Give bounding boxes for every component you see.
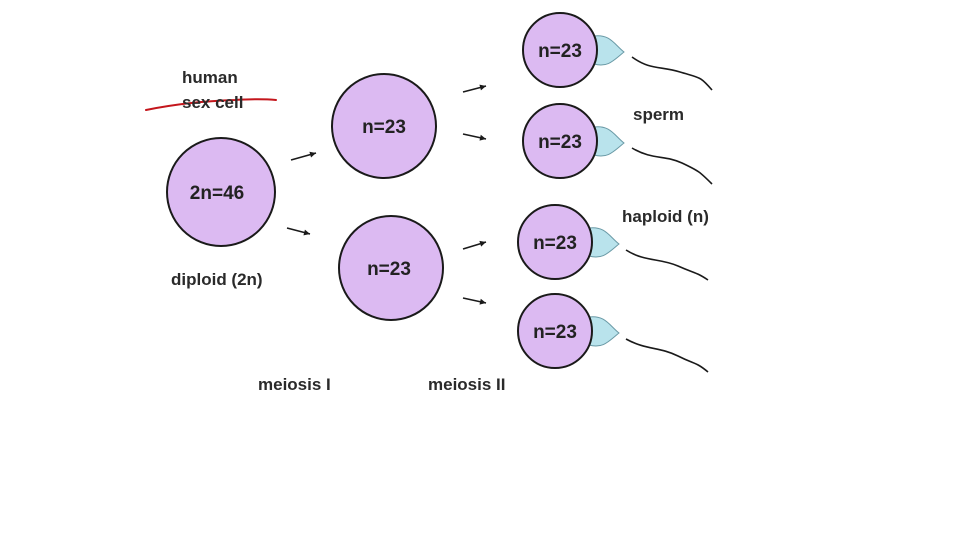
sperm-head [589, 317, 619, 346]
parent-cell-label: 2n=46 [190, 183, 244, 204]
arrow [291, 152, 316, 160]
meiosis1-cell-bottom: n=23 [339, 216, 443, 320]
sperm-head [594, 127, 624, 156]
sperm-tail [632, 148, 712, 184]
arrow [463, 241, 486, 249]
sperm-head [589, 228, 619, 257]
sperm-cell-label: n=23 [538, 41, 582, 62]
sperm-head [594, 36, 624, 65]
label-haploid: haploid (n) [622, 207, 709, 227]
label-human: human [182, 68, 238, 88]
meiosis1-cell-bottom-label: n=23 [367, 259, 411, 280]
parent-cell: 2n=46 [167, 138, 275, 246]
sperm-cell: n=23 [523, 13, 712, 90]
arrow [287, 228, 310, 235]
arrow [463, 134, 486, 141]
label-sex-cell: sex cell [182, 93, 243, 113]
sperm-cell: n=23 [518, 294, 708, 372]
label-meiosis-1: meiosis I [258, 375, 331, 395]
sperm-cells: n=23 n=23 n=23 n=23 [518, 13, 712, 372]
sperm-cell-label: n=23 [533, 322, 577, 343]
arrow [463, 85, 486, 92]
meiosis1-cell-top: n=23 [332, 74, 436, 178]
label-sperm: sperm [633, 105, 684, 125]
arrow [463, 298, 486, 305]
sperm-cell-label: n=23 [538, 132, 582, 153]
label-meiosis-2: meiosis II [428, 375, 505, 395]
sperm-tail [626, 250, 708, 280]
sperm-tail [632, 57, 712, 90]
meiosis1-cell-top-label: n=23 [362, 117, 406, 138]
label-diploid: diploid (2n) [171, 270, 263, 290]
sperm-tail [626, 339, 708, 372]
sperm-cell-label: n=23 [533, 233, 577, 254]
